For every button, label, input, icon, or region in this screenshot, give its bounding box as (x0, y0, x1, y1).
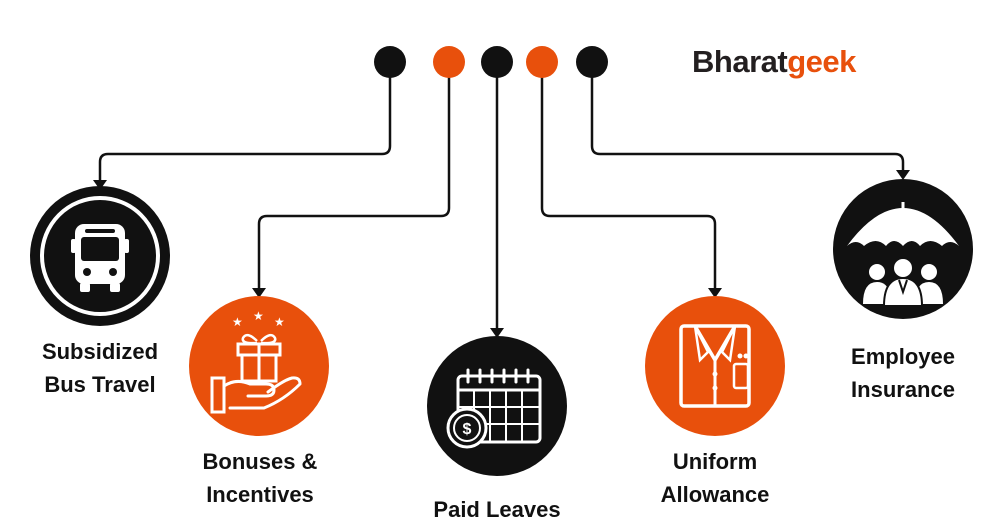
dot-1 (374, 46, 406, 78)
label-line1: Employee (851, 344, 955, 369)
brand-name-part2: geek (787, 44, 856, 79)
label-line2: Insurance (851, 377, 955, 402)
connector-insurance (590, 62, 905, 172)
connectors (98, 62, 905, 330)
label-insurance: Employee Insurance (803, 340, 992, 406)
label-bus-travel: Subsidized Bus Travel (10, 335, 190, 401)
dot-4 (526, 46, 558, 78)
dot-5 (576, 46, 608, 78)
label-paid-leaves: Paid Leaves (397, 493, 597, 526)
label-line1: Paid Leaves (433, 497, 561, 522)
label-line2: Incentives (206, 482, 314, 507)
umbrella-people-icon (833, 179, 973, 319)
label-line2: Allowance (660, 482, 770, 507)
bus-icon (30, 186, 170, 326)
brand-logo: Bharatgeek (692, 42, 856, 82)
svg-text:★: ★ (274, 315, 285, 329)
connector-bus (98, 62, 392, 182)
arrowhead-leaves (490, 328, 504, 338)
svg-text:★: ★ (232, 315, 243, 329)
arrowhead-bus (93, 180, 107, 190)
brand-name-part1: Bharat (692, 44, 788, 79)
label-bonuses: Bonuses & Incentives (160, 445, 360, 511)
dot-2 (433, 46, 465, 78)
gift-hand-icon: ★ ★ ★ (189, 296, 329, 436)
arrowhead-bonus (252, 288, 266, 298)
arrowhead-insurance (896, 170, 910, 180)
label-uniform: Uniform Allowance (615, 445, 815, 511)
label-line1: Subsidized (41, 339, 159, 364)
connector-bonus (257, 62, 451, 290)
dot-3 (481, 46, 513, 78)
arrowhead-uniform (708, 288, 722, 298)
svg-text:$: $ (463, 421, 472, 438)
svg-text:★: ★ (253, 309, 264, 323)
calendar-money-icon: $ (427, 336, 567, 476)
label-line1: Bonuses & (202, 449, 318, 474)
label-line1: Uniform (672, 449, 758, 474)
connector-uniform (540, 62, 717, 290)
arrowheads (93, 170, 910, 338)
label-line2: Bus Travel (44, 372, 156, 397)
uniform-shirt-icon (645, 296, 785, 436)
